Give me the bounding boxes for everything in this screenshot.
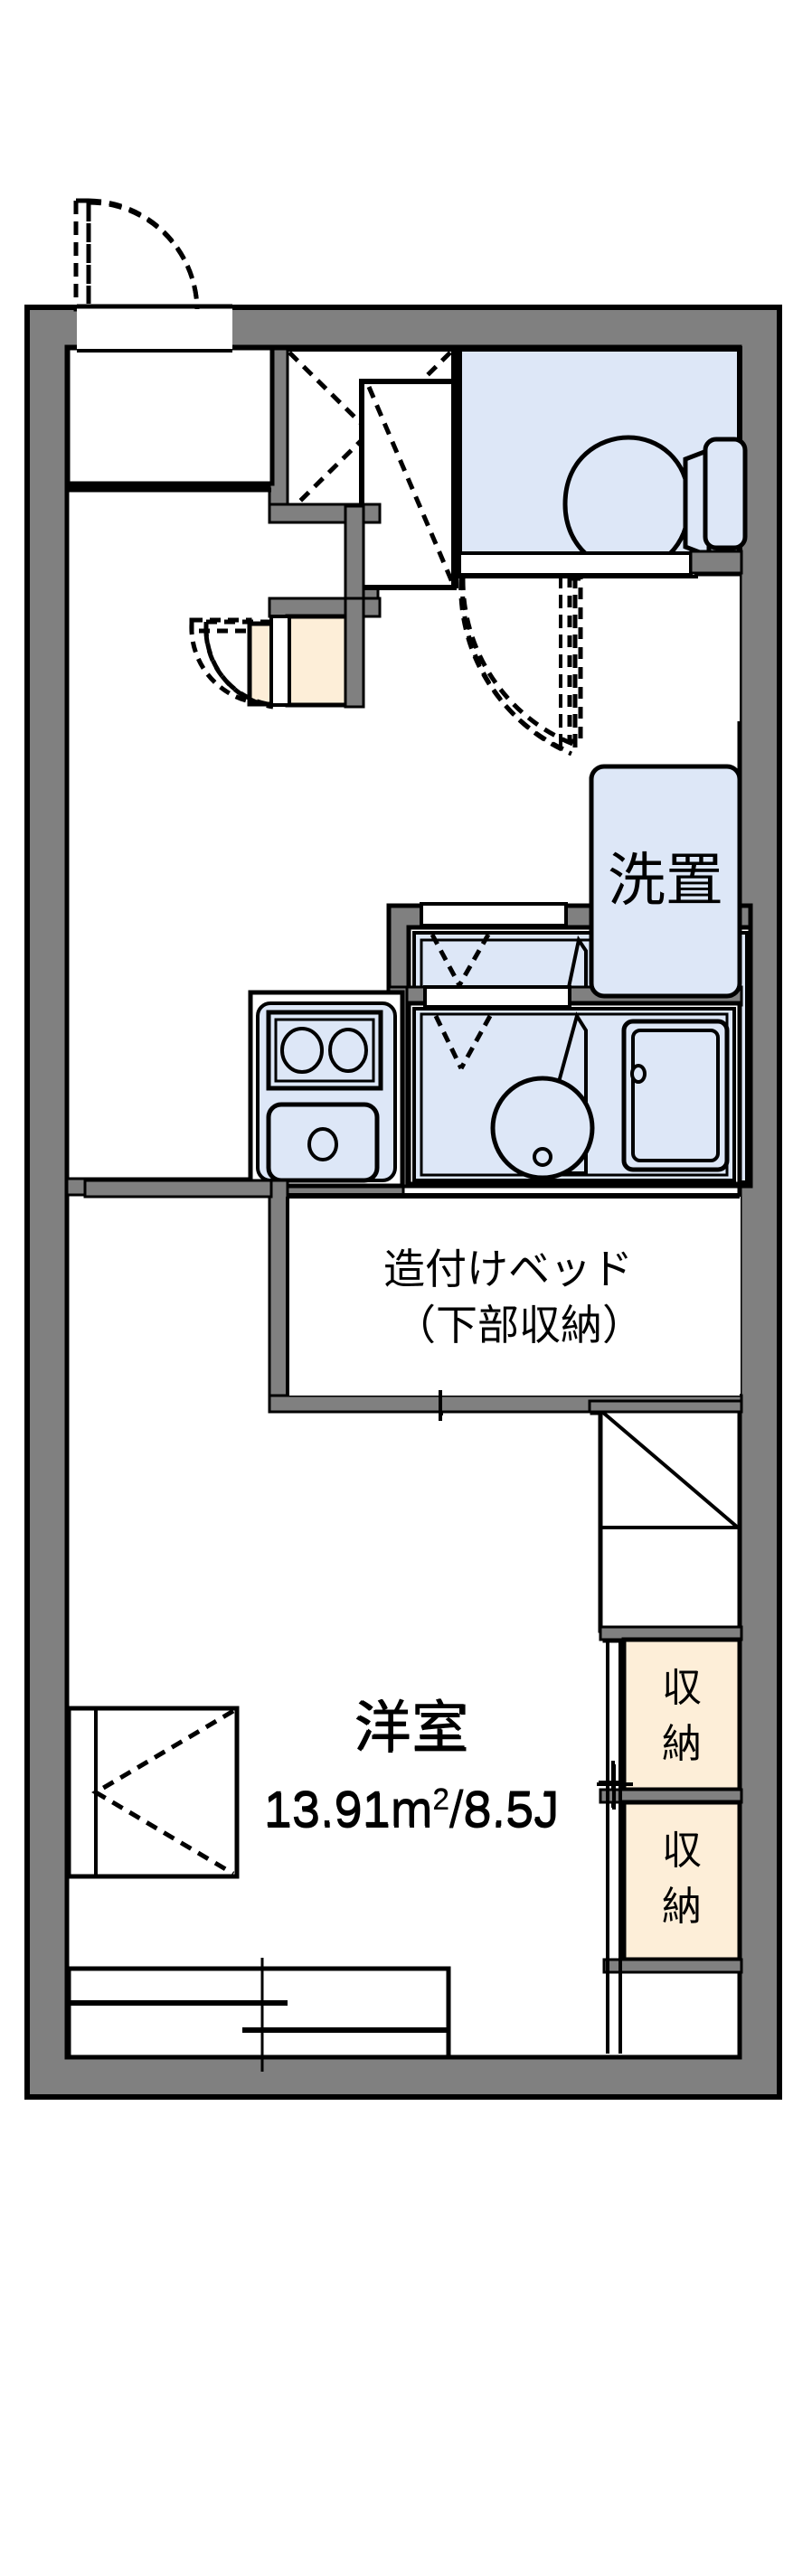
hall-door-final[interactable] bbox=[203, 619, 274, 710]
hall-door-arc-final bbox=[203, 625, 274, 710]
washer-label: 洗置 bbox=[608, 848, 723, 915]
toilet-tank-final bbox=[703, 437, 748, 550]
bed-alcove-fill bbox=[288, 1197, 740, 1396]
bathtub-inner-redraw bbox=[631, 1029, 720, 1162]
washer-pan-final bbox=[589, 764, 742, 999]
entrance-leaf-final bbox=[73, 198, 91, 307]
storage-upper-char-1: 収 bbox=[662, 1665, 702, 1711]
bathtub-drain-redraw bbox=[630, 1064, 647, 1084]
main-room-area-superscript: 2 bbox=[432, 1782, 449, 1817]
storage-upper-redraw[interactable] bbox=[621, 1637, 742, 1792]
wall-bed-left-redraw bbox=[268, 1179, 289, 1414]
entrance-opening-final bbox=[77, 304, 232, 353]
main-room-area-text: 13.91m2/8.5J bbox=[264, 1782, 559, 1838]
toilet-threshold-final[interactable] bbox=[458, 551, 693, 577]
upper-shelf-redraw[interactable] bbox=[598, 1407, 742, 1633]
side-window-marks-final bbox=[91, 1708, 235, 1876]
kitchen-sink-drain-redraw bbox=[307, 1127, 338, 1161]
bath-folding-marks-redraw bbox=[433, 1014, 493, 1070]
wash-basin-drain-redraw bbox=[533, 1147, 552, 1167]
balcony-window-final[interactable] bbox=[66, 1966, 451, 2060]
shoe-cabinet-final[interactable] bbox=[285, 614, 350, 708]
shoe-cabinet-slot-final[interactable] bbox=[269, 615, 291, 707]
bed-label-1: 造付けベッド bbox=[383, 1245, 633, 1293]
bath-entry-opening[interactable] bbox=[423, 985, 571, 1009]
storage-lower-char-2: 納 bbox=[662, 1884, 702, 1930]
closet-top-wall-redraw bbox=[588, 1399, 743, 1414]
toilet-threshold-wall-final bbox=[689, 550, 743, 575]
entrance-arc-final bbox=[88, 200, 200, 310]
main-room-area-value: 13.91m bbox=[263, 1780, 432, 1837]
entrance-door-final[interactable] bbox=[73, 198, 200, 310]
storage-lower-char-1: 収 bbox=[662, 1828, 702, 1874]
washroom-arc-final bbox=[460, 576, 572, 757]
storage-lower-redraw[interactable] bbox=[621, 1800, 742, 1962]
washroom-door-final[interactable] bbox=[460, 575, 578, 757]
main-room-name: 洋室 bbox=[355, 1694, 467, 1760]
gas-burner-left-redraw bbox=[280, 1027, 324, 1074]
outer-wall-outline bbox=[24, 305, 782, 2100]
main-room-area: 13.91m2/8.5J bbox=[263, 1780, 559, 1837]
hall-door[interactable] bbox=[189, 617, 252, 704]
area-superscript: 2 bbox=[433, 1783, 449, 1816]
gas-burner-right-redraw bbox=[328, 1028, 368, 1073]
bed-label-2: （下部収納） bbox=[394, 1301, 644, 1349]
toilet-bowl-final bbox=[562, 435, 692, 574]
genkan-floor-final bbox=[65, 345, 275, 486]
storage-bottom-wall bbox=[602, 1958, 743, 1974]
upper-shelf-diagonal-redraw bbox=[600, 1410, 740, 1529]
main-room-area-tail: /8.5J bbox=[449, 1780, 559, 1837]
wall-shoe-right-final bbox=[344, 597, 365, 709]
wall-left-of-kitchen bbox=[83, 1179, 273, 1199]
storage-upper-char-2: 納 bbox=[662, 1721, 702, 1767]
page-title: 洋室 bbox=[354, 1696, 469, 1763]
area-value: 13.91m bbox=[264, 1782, 433, 1838]
bath-folding-door-marks bbox=[430, 933, 491, 987]
bath-door-opening[interactable] bbox=[420, 902, 568, 927]
hall-door-swing-arc bbox=[189, 623, 250, 704]
area-tail: /8.5J bbox=[449, 1782, 559, 1838]
wash-basin-redraw bbox=[490, 1076, 595, 1180]
toilet-corridor-diagonal-final bbox=[366, 386, 455, 583]
